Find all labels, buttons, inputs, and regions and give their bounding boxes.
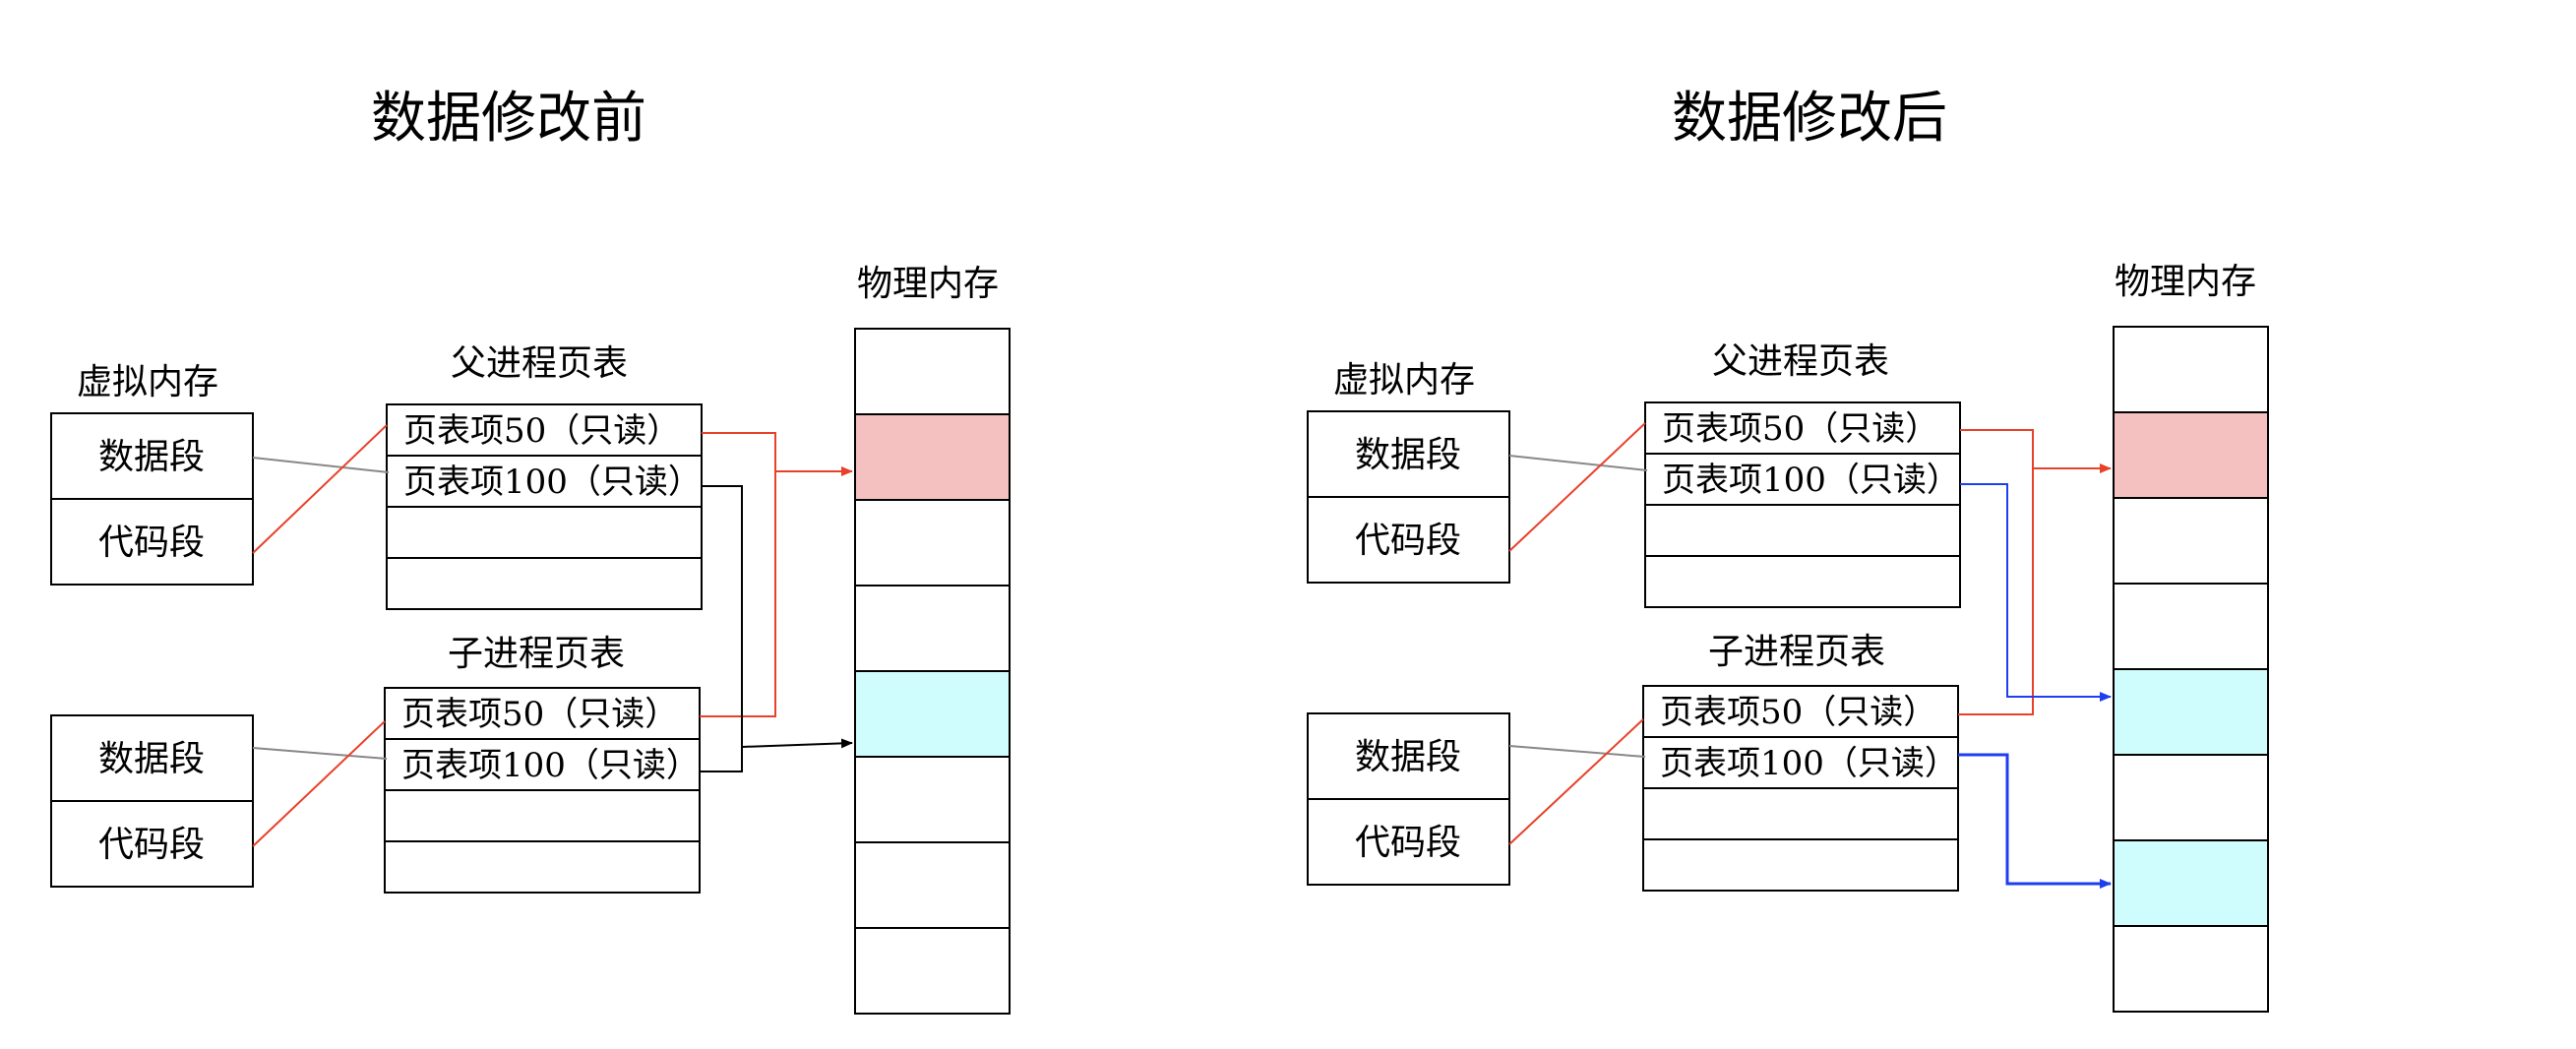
after-child-page-table: 页表项50（只读） 页表项100（只读） (1642, 685, 1959, 892)
page-table-row (1642, 838, 1959, 892)
physical-page (854, 841, 1011, 929)
after-physical-memory (2113, 326, 2269, 1013)
vm-data-segment: 数据段 (98, 437, 205, 477)
physical-page (2113, 754, 2269, 841)
before-physical-memory (854, 328, 1011, 1015)
physical-page (2113, 326, 2269, 413)
vm-segment-box (50, 800, 254, 888)
page-table-row (386, 455, 703, 508)
connector-line (1508, 718, 1644, 845)
after-diagram: 数据修改后 虚拟内存 父进程页表 子进程页表 物理内存 数据段 代码段 数据段 … (1307, 87, 2269, 1013)
page-table-entry-50: 页表项50（只读） (1660, 693, 1936, 732)
physical-page-shared (854, 413, 1011, 501)
after-virtual-memory-label: 虚拟内存 (1333, 360, 1475, 401)
connector-arrow (1958, 753, 2112, 889)
before-title: 数据修改前 (371, 87, 646, 151)
physical-page (2113, 497, 2269, 585)
vm-segment-box (1307, 798, 1510, 886)
connector-line (252, 424, 388, 554)
vm-code-segment: 代码段 (1355, 823, 1461, 863)
before-child-page-table: 页表项50（只读） 页表项100（只读） (384, 687, 701, 894)
page-table-row (1642, 736, 1959, 789)
vm-segment-box (1307, 712, 1510, 800)
physical-page-copy (2113, 839, 2269, 927)
page-table-row (384, 789, 701, 842)
vm-code-segment: 代码段 (1355, 521, 1461, 561)
physical-page-shared (2113, 411, 2269, 499)
connector-line (252, 747, 388, 760)
after-physical-memory-label: 物理内存 (2115, 262, 2256, 302)
after-parent-virtual-memory: 数据段 代码段 (1307, 410, 1510, 584)
before-child-table-label: 子进程页表 (448, 634, 625, 674)
after-parent-table-label: 父进程页表 (1712, 341, 1889, 382)
before-physical-memory-label: 物理内存 (857, 264, 999, 304)
page-table-row (1642, 685, 1959, 738)
page-table-entry-50: 页表项50（只读） (1662, 409, 1938, 449)
physical-page-shared (854, 670, 1011, 758)
vm-segment-box (50, 714, 254, 802)
physical-page-copy (2113, 668, 2269, 756)
vm-data-segment: 数据段 (98, 739, 205, 779)
after-parent-page-table: 页表项50（只读） 页表项100（只读） (1644, 401, 1961, 608)
physical-page (854, 499, 1011, 586)
connector-line (252, 720, 386, 847)
page-table-row (384, 840, 701, 894)
page-table-row (1644, 453, 1961, 506)
connector-line (1958, 468, 2034, 715)
physical-page (854, 585, 1011, 672)
before-virtual-memory-label: 虚拟内存 (77, 362, 218, 402)
page-table-entry-50: 页表项50（只读） (401, 695, 678, 734)
page-table-row (1642, 787, 1959, 840)
connector-line (1508, 422, 1646, 552)
before-diagram: 数据修改前 虚拟内存 父进程页表 子进程页表 物理内存 数据段 代码段 数据段 … (50, 87, 1011, 1015)
page-table-entry-100: 页表项100（只读） (1660, 744, 1958, 783)
physical-page (854, 328, 1011, 415)
connector-arrow (702, 432, 853, 476)
page-table-entry-100: 页表项100（只读） (1662, 461, 1960, 500)
connector-line (252, 457, 390, 473)
page-table-entry-100: 页表项100（只读） (401, 746, 700, 785)
after-connectors (1508, 422, 2112, 889)
vm-code-segment: 代码段 (98, 825, 205, 865)
vm-data-segment: 数据段 (1355, 435, 1461, 475)
after-child-virtual-memory: 数据段 代码段 (1307, 712, 1510, 886)
page-table-entry-100: 页表项100（只读） (403, 463, 702, 502)
physical-page (2113, 925, 2269, 1013)
physical-page (2113, 583, 2269, 670)
connector-arrow (1960, 429, 2112, 473)
after-child-table-label: 子进程页表 (1708, 632, 1885, 672)
vm-segment-box (50, 412, 254, 500)
before-child-virtual-memory: 数据段 代码段 (50, 714, 254, 888)
page-table-row (1644, 555, 1961, 608)
vm-data-segment: 数据段 (1355, 737, 1461, 777)
page-table-row (384, 738, 701, 791)
after-title: 数据修改后 (1672, 87, 1947, 151)
connector-arrow (741, 738, 853, 749)
physical-page (854, 756, 1011, 843)
before-parent-table-label: 父进程页表 (451, 343, 628, 384)
connector-line (700, 485, 743, 772)
page-table-row (386, 506, 703, 559)
page-table-row (1644, 504, 1961, 557)
connector-line (700, 471, 776, 717)
connector-line (1508, 745, 1646, 758)
connector-line (1508, 455, 1648, 471)
connector-arrow (1960, 483, 2112, 702)
vm-code-segment: 代码段 (98, 523, 205, 563)
vm-segment-box (1307, 496, 1510, 584)
before-parent-page-table: 页表项50（只读） 页表项100（只读） (386, 403, 703, 610)
page-table-row (386, 557, 703, 610)
before-parent-virtual-memory: 数据段 代码段 (50, 412, 254, 586)
page-table-entry-50: 页表项50（只读） (403, 411, 680, 451)
physical-page (854, 927, 1011, 1015)
vm-segment-box (50, 498, 254, 586)
before-connectors (252, 424, 853, 847)
